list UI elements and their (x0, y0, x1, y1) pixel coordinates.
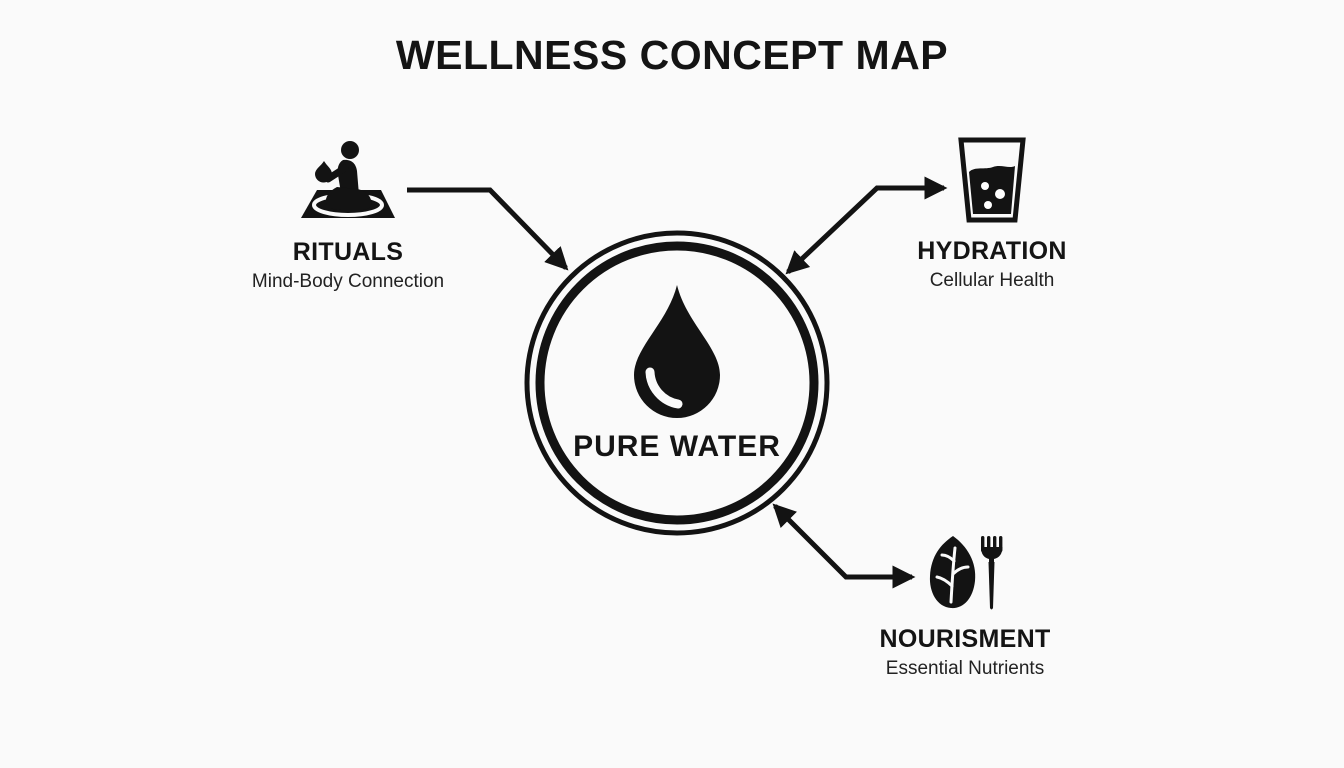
fork-glyph (981, 536, 1003, 610)
node-rituals: RITUALS Mind-Body Connection (218, 135, 478, 294)
central-node-label: PURE WATER (573, 430, 781, 463)
arrow-rituals-to-center (407, 187, 569, 271)
page-title: WELLNESS CONCEPT MAP (395, 32, 949, 78)
water-drop-icon (634, 285, 720, 419)
node-rituals-label: RITUALS (292, 238, 404, 266)
node-nourisment-sublabel: Essential Nutrients (885, 658, 1045, 679)
water-glass-icon (958, 137, 1026, 223)
pure-water-circle (524, 230, 830, 536)
node-hydration: HYDRATION Cellular Health (862, 136, 1122, 293)
inner-ring (535, 241, 819, 525)
outer-ring (524, 230, 830, 536)
node-nourisment-label: NOURISMENT (879, 625, 1051, 653)
arrow-center-nourisment (772, 503, 916, 589)
node-rituals-sublabel: Mind-Body Connection (251, 271, 445, 292)
node-nourisment: NOURISMENT Essential Nutrients (835, 534, 1095, 681)
arrow-center-hydration (785, 176, 948, 275)
central-node-pure-water: PURE WATER (524, 230, 830, 536)
leaf-fork-icon (929, 536, 1003, 610)
node-hydration-sublabel: Cellular Health (929, 270, 1055, 291)
meditation-icon (301, 141, 395, 218)
node-hydration-label: HYDRATION (917, 237, 1067, 265)
